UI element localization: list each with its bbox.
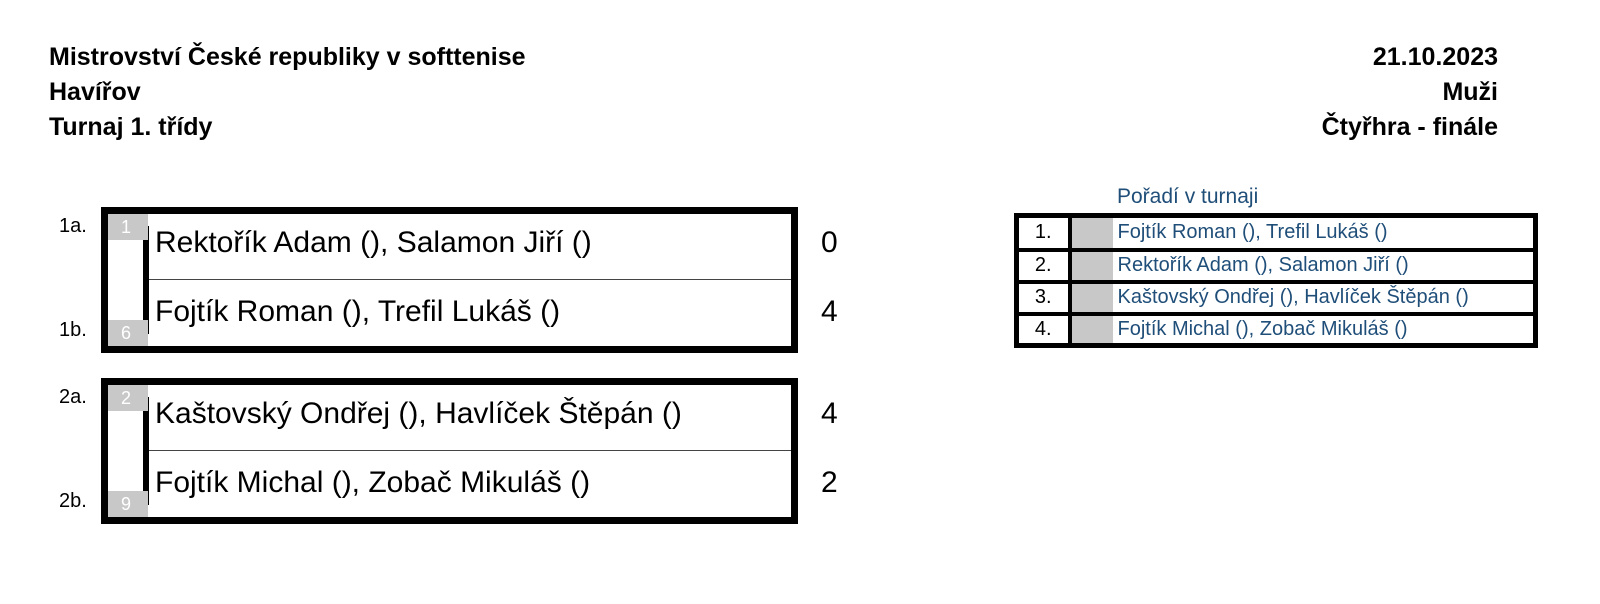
- ranking-place: 3.: [1016, 279, 1072, 314]
- ranking-place: 2.: [1016, 247, 1072, 282]
- ranking-title: Pořadí v turnaji: [1117, 185, 1259, 208]
- ranking-row: 4. Fojtík Michal (), Zobač Mikuláš (): [1016, 311, 1536, 346]
- venue: Havířov: [49, 78, 141, 106]
- ranking-seed-cell: [1069, 311, 1113, 346]
- ranking-row: 2. Rektořík Adam (), Salamon Jiří (): [1016, 247, 1536, 282]
- category: Muži: [1442, 78, 1498, 106]
- ranking-row: 1. Fojtík Roman (), Trefil Lukáš (): [1016, 215, 1536, 250]
- ranking-team: Rektořík Adam (), Salamon Jiří (): [1112, 247, 1536, 282]
- header-right: 21.10.2023 Muži Čtyřhra - finále: [1322, 40, 1498, 145]
- team-name: Kaštovský Ondřej (), Havlíček Štěpán (): [155, 397, 682, 430]
- team-score: 4: [821, 397, 838, 430]
- match-1: 1a. 1b. 1 6 Rektořík Adam (), Salamon Ji…: [59, 207, 838, 353]
- team-name: Rektořík Adam (), Salamon Jiří (): [155, 226, 592, 259]
- ranking-seed-cell: [1069, 279, 1113, 314]
- match-frame: [101, 207, 798, 353]
- ranking-seed-cell: [1069, 215, 1113, 250]
- ranking-row: 3. Kaštovský Ondřej (), Havlíček Štěpán …: [1016, 279, 1536, 314]
- match-divider: [149, 279, 791, 280]
- slot-label: 1a.: [59, 215, 87, 237]
- slot-label: 2a.: [59, 386, 87, 408]
- team-name: Fojtík Roman (), Trefil Lukáš (): [155, 295, 561, 328]
- match-divider: [149, 450, 791, 451]
- team-score: 4: [821, 295, 838, 328]
- ranking-team: Fojtík Roman (), Trefil Lukáš (): [1117, 221, 1388, 244]
- seed-number: 9: [108, 491, 148, 517]
- event-date: 21.10.2023: [1372, 43, 1498, 71]
- ranking-place: 4.: [1016, 311, 1072, 346]
- match-frame: [101, 378, 798, 524]
- slot-label: 2b.: [59, 490, 87, 512]
- ranking-team: Kaštovský Ondřej (), Havlíček Štěpán (): [1112, 279, 1536, 314]
- ranking-team: Fojtík Michal (), Zobač Mikuláš (): [1112, 311, 1536, 346]
- championship-title: Mistrovství České republiky v softtenise: [49, 43, 526, 71]
- match-2: 2a. 2b. 2 9 Kaštovský Ondřej (), Havlíče…: [59, 378, 838, 524]
- slot-label: 1b.: [59, 319, 87, 341]
- event-stage: Čtyřhra - finále: [1321, 113, 1498, 141]
- team-score: 2: [821, 466, 838, 499]
- seed-number: 6: [108, 320, 148, 346]
- header-left: Mistrovství České republiky v softtenise…: [49, 40, 526, 145]
- team-score: 0: [821, 226, 838, 259]
- seed-number: 2: [108, 385, 148, 411]
- team-name: Fojtík Michal (), Zobač Mikuláš (): [155, 466, 591, 499]
- ranking-seed-cell: [1069, 247, 1113, 282]
- ranking-place: 1.: [1016, 215, 1072, 250]
- seed-number: 1: [108, 214, 148, 240]
- bracket-connector: [101, 226, 149, 334]
- tournament-class: Turnaj 1. třídy: [49, 113, 213, 141]
- bracket-connector: [101, 397, 149, 505]
- ranking-table: 1. Fojtík Roman (), Trefil Lukáš () 2. R…: [1014, 213, 1538, 348]
